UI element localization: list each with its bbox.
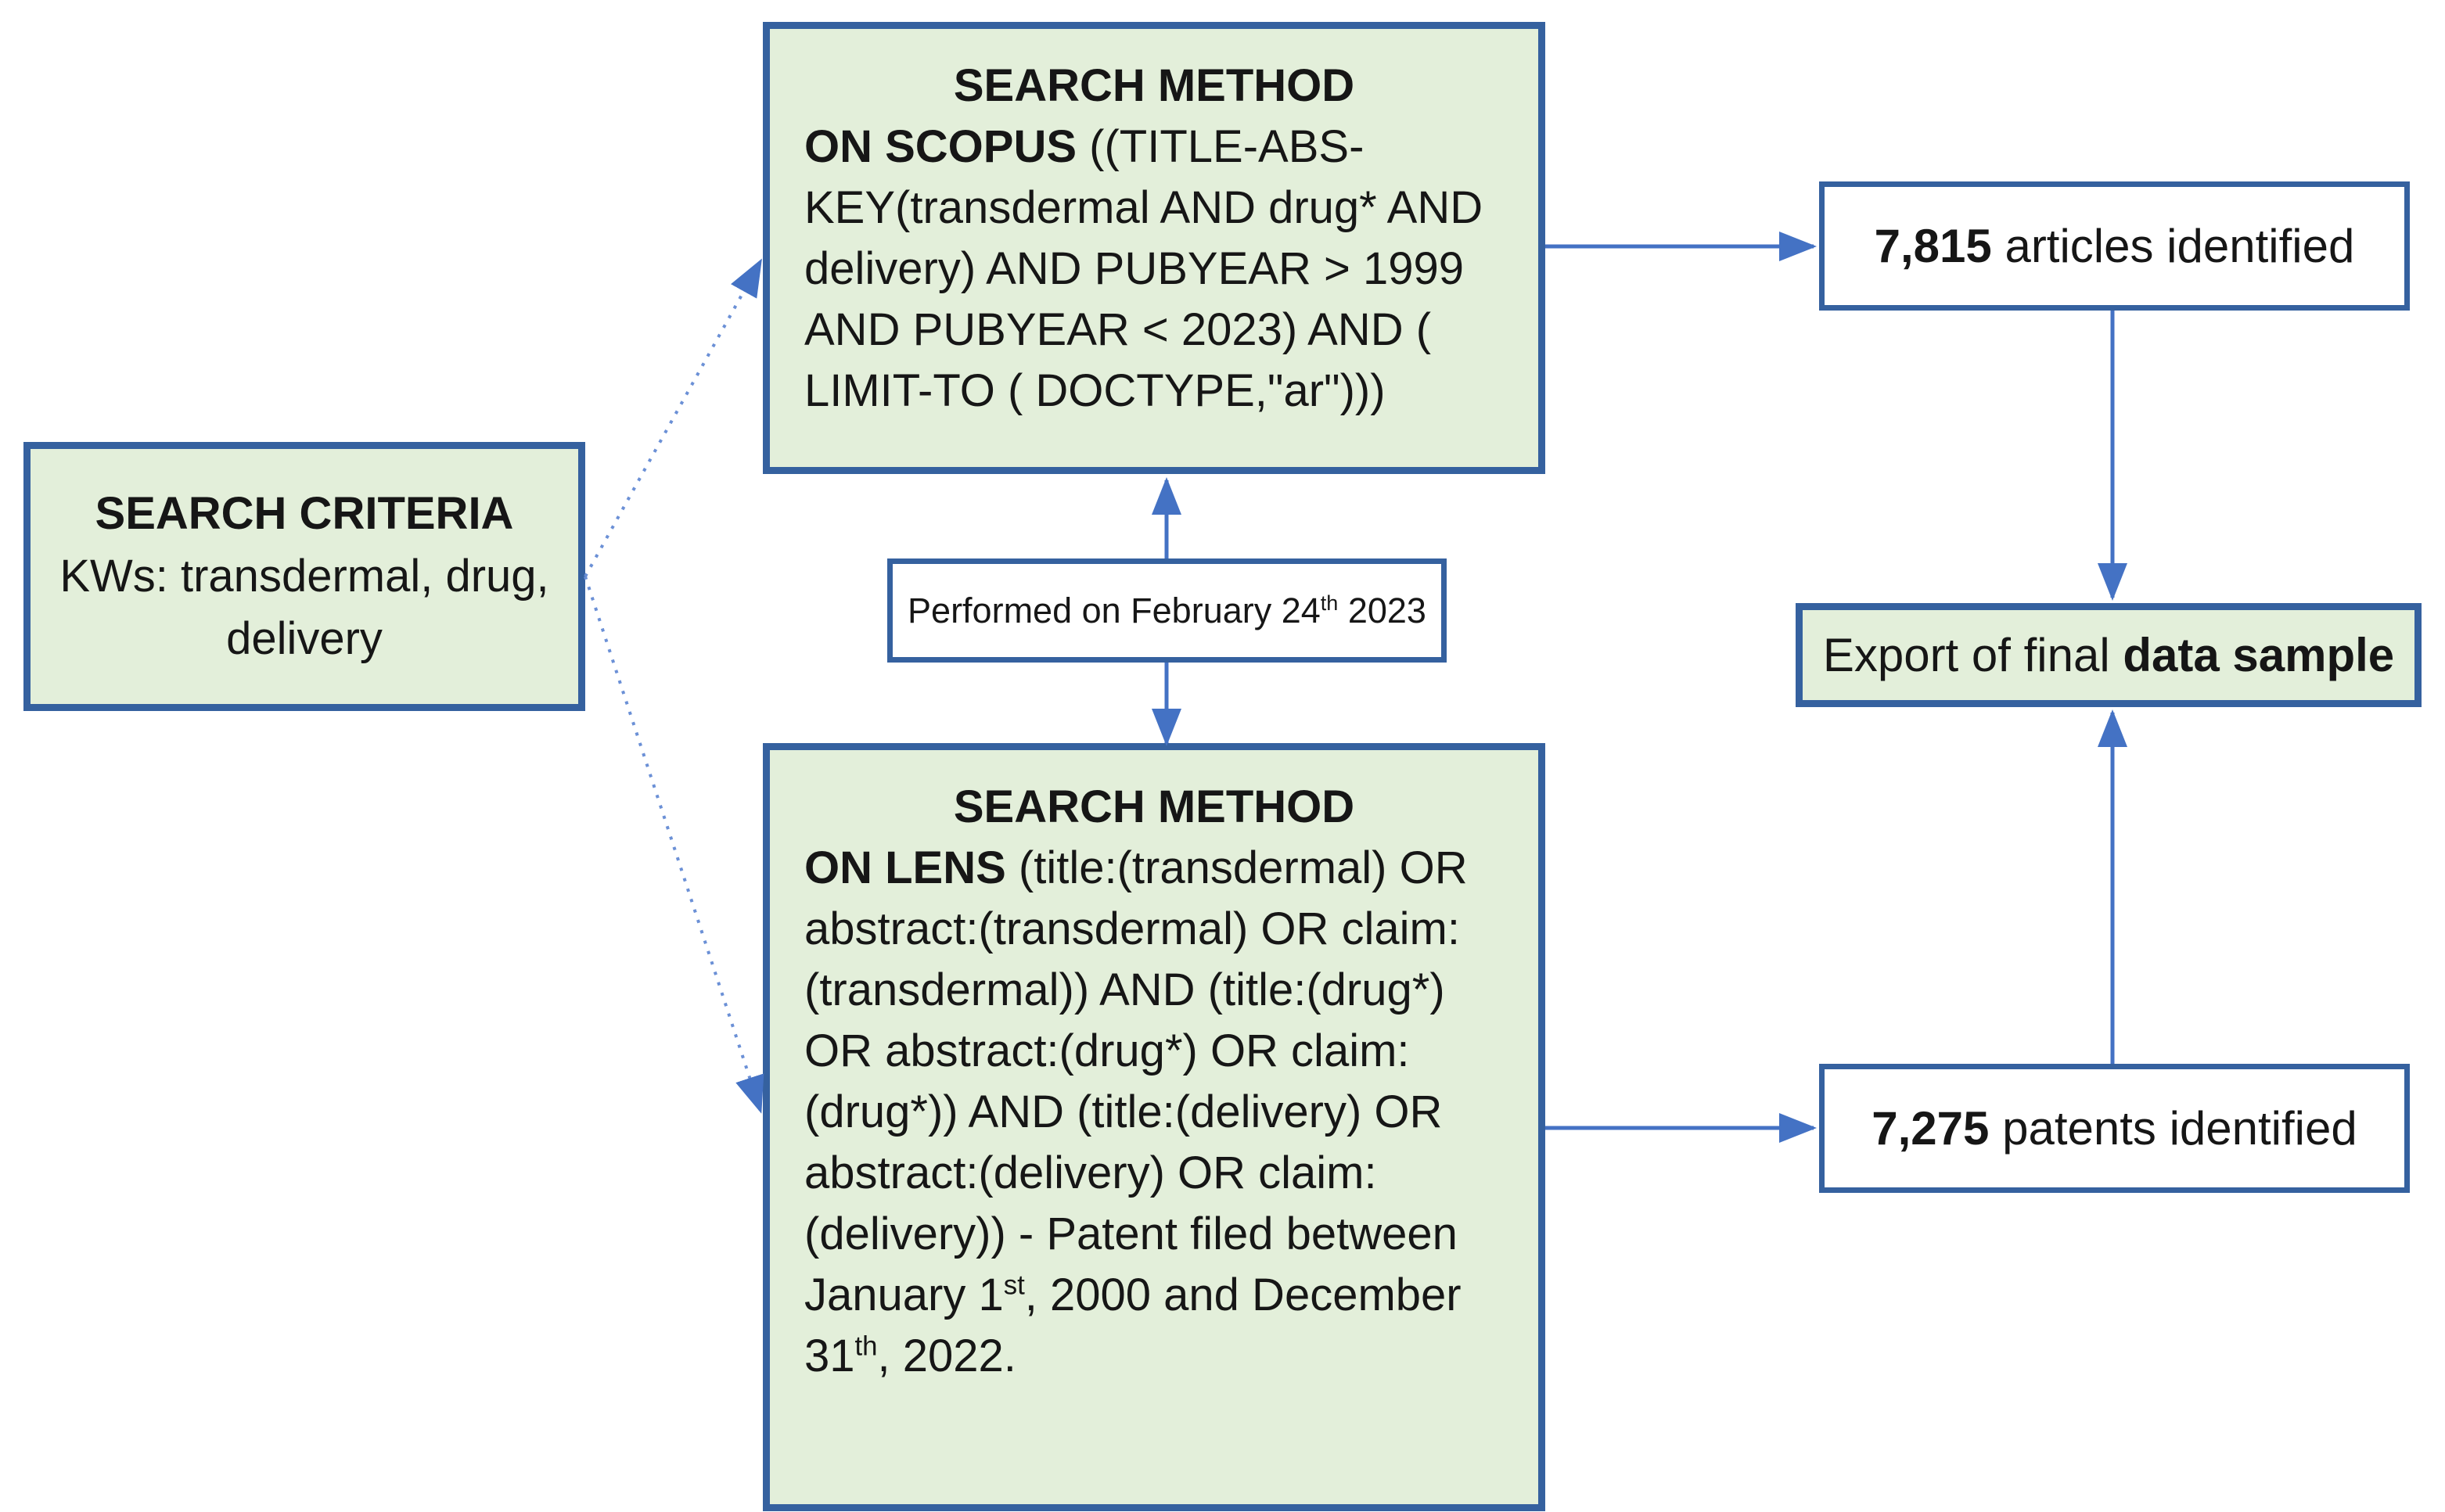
search-criteria-title: SEARCH CRITERIA — [95, 488, 514, 539]
lens-query-text-2: , 2000 and December 31 — [804, 1270, 1462, 1381]
scopus-query-text: ((TITLE-ABS-KEY(transdermal AND drug* AN… — [804, 121, 1483, 416]
performed-date-prefix: Performed on February 24 — [908, 590, 1321, 630]
performed-date-suffix: 2023 — [1338, 590, 1426, 630]
lens-source-label: ON LENS — [804, 842, 1006, 893]
arrow-criteria-to-lens — [584, 576, 764, 1114]
export-label-prefix: Export of final — [1822, 629, 2123, 681]
patents-identified-text: 7,275 patents identified — [1872, 1101, 2357, 1155]
patents-identified-box: 7,275 patents identified — [1819, 1064, 2410, 1193]
lens-method-title: SEARCH METHOD — [953, 781, 1355, 832]
lens-query: ON LENS (title:(transdermal) OR abstract… — [804, 838, 1504, 1387]
arrow-criteria-to-scopus — [584, 258, 762, 577]
lens-date-ordinal-1: st — [1003, 1270, 1025, 1301]
lens-method-box: SEARCH METHOD ON LENS (title:(transderma… — [763, 743, 1545, 1511]
articles-label: articles identified — [1991, 220, 2355, 272]
lens-query-text-3: , 2022. — [877, 1331, 1016, 1381]
export-data-sample-box: Export of final data sample — [1796, 603, 2422, 707]
lens-query-text-1: (title:(transdermal) OR abstract:(transd… — [804, 842, 1468, 1320]
articles-identified-text: 7,815 articles identified — [1875, 219, 2355, 273]
lens-date-ordinal-2: th — [854, 1331, 878, 1362]
search-criteria-keywords: KWs: transdermal, drug, delivery — [59, 551, 549, 664]
scopus-method-title: SEARCH METHOD — [953, 60, 1355, 111]
patents-count: 7,275 — [1872, 1102, 1990, 1155]
performed-date-ordinal: th — [1320, 591, 1339, 615]
performed-date-box: Performed on February 24th 2023 — [887, 558, 1447, 663]
articles-count: 7,815 — [1874, 220, 1992, 272]
search-criteria-box: SEARCH CRITERIA KWs: transdermal, drug, … — [23, 442, 585, 711]
scopus-method-box: SEARCH METHOD ON SCOPUS ((TITLE-ABS-KEY(… — [763, 22, 1545, 474]
scopus-source-label: ON SCOPUS — [804, 121, 1077, 172]
patents-label: patents identified — [1989, 1102, 2357, 1155]
export-data-sample-text: Export of final data sample — [1823, 628, 2394, 682]
export-label-bold: data sample — [2123, 629, 2395, 681]
articles-identified-box: 7,815 articles identified — [1819, 181, 2410, 311]
performed-date-text: Performed on February 24th 2023 — [908, 591, 1426, 631]
scopus-query: ON SCOPUS ((TITLE-ABS-KEY(transdermal AN… — [804, 117, 1504, 422]
